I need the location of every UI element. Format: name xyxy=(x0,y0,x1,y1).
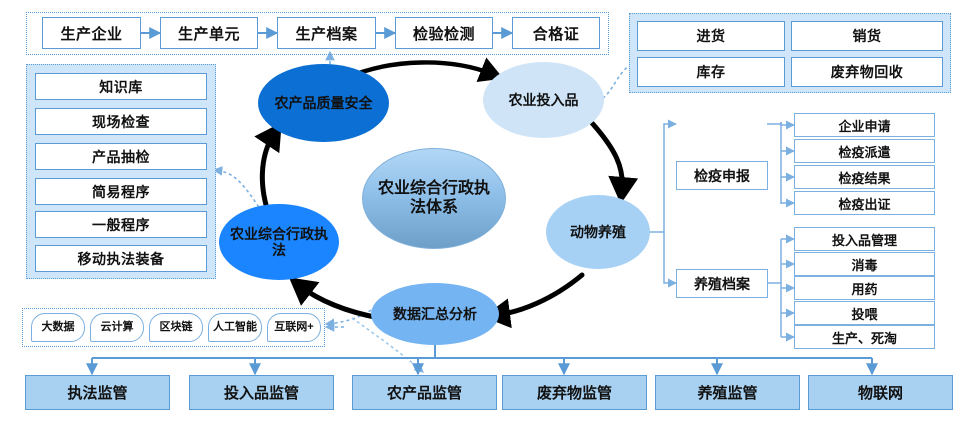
top-chain-item-4[interactable]: 合格证 xyxy=(512,17,600,49)
cycle-node-enforcement[interactable]: 农业综合行政执法 xyxy=(219,204,339,280)
cycle-center: 农业综合行政执法体系 xyxy=(362,148,506,249)
quarantine-children-tree xyxy=(767,120,795,208)
branch-child-quarantine-2[interactable]: 检疫结果 xyxy=(794,165,935,189)
top-chain-item-0[interactable]: 生产企业 xyxy=(42,17,141,49)
left-list-item-0[interactable]: 知识库 xyxy=(35,73,207,100)
bottom-row-item-2[interactable]: 农产品监管 xyxy=(352,375,497,410)
branch-child-quarantine-0[interactable]: 企业申请 xyxy=(794,113,935,137)
branch-parent-quarantine[interactable]: 检疫申报 xyxy=(676,161,768,190)
left-list-item-5[interactable]: 移动执法装备 xyxy=(35,245,207,272)
breeding-archive-children-tree xyxy=(767,234,795,342)
top-right-item-3[interactable]: 废弃物回收 xyxy=(791,57,943,87)
tech-tag-4[interactable]: 互联网+ xyxy=(267,313,321,342)
branch-child-breeding-1[interactable]: 消毒 xyxy=(794,252,935,276)
top-chain-group xyxy=(26,12,609,55)
top-right-item-2[interactable]: 库存 xyxy=(637,57,785,87)
branch-child-breeding-3[interactable]: 投喂 xyxy=(794,301,935,325)
left-list-item-4[interactable]: 一般程序 xyxy=(35,211,207,238)
tech-tag-3[interactable]: 人工智能 xyxy=(208,313,262,342)
top-chain-item-2[interactable]: 生产档案 xyxy=(277,17,376,49)
top-right-item-1[interactable]: 销货 xyxy=(791,21,943,51)
top-chain-item-3[interactable]: 检验检测 xyxy=(395,17,493,49)
branch-child-breeding-0[interactable]: 投入品管理 xyxy=(794,227,935,251)
tech-tag-2[interactable]: 区块链 xyxy=(149,313,203,342)
cycle-node-animal-breeding[interactable]: 动物养殖 xyxy=(546,195,650,269)
branch-child-quarantine-3[interactable]: 检疫出证 xyxy=(794,191,935,215)
animal-breeding-branch-tree xyxy=(648,119,677,288)
top-chain-item-1[interactable]: 生产单元 xyxy=(160,17,258,49)
enforcement-dotted-link xyxy=(212,166,263,213)
branch-parent-breeding-archive[interactable]: 养殖档案 xyxy=(676,269,768,298)
branch-child-breeding-4[interactable]: 生产、死淘 xyxy=(794,325,935,349)
left-list-item-3[interactable]: 简易程序 xyxy=(35,178,207,205)
bottom-row-item-5[interactable]: 物联网 xyxy=(808,375,953,410)
tech-tag-1[interactable]: 云计算 xyxy=(90,313,144,342)
bottom-row-item-0[interactable]: 执法监管 xyxy=(25,375,170,410)
tech-tags-group xyxy=(22,308,325,347)
left-list-item-1[interactable]: 现场检查 xyxy=(35,108,207,135)
tech-tag-0[interactable]: 大数据 xyxy=(31,313,85,342)
cycle-node-data-analysis[interactable]: 数据汇总分析 xyxy=(371,283,499,345)
bottom-row-item-4[interactable]: 养殖监管 xyxy=(655,375,800,410)
left-list-item-2[interactable]: 产品抽检 xyxy=(35,143,207,170)
branch-child-quarantine-1[interactable]: 检疫派遣 xyxy=(794,139,935,163)
cycle-node-quality-safety[interactable]: 农产品质量安全 xyxy=(258,64,389,142)
top-right-item-0[interactable]: 进货 xyxy=(637,21,785,51)
bottom-row-item-1[interactable]: 投入品监管 xyxy=(189,375,334,410)
bottom-row-item-3[interactable]: 废弃物监管 xyxy=(502,375,647,410)
branch-child-breeding-2[interactable]: 用药 xyxy=(794,276,935,300)
cycle-node-agri-inputs[interactable]: 农业投入品 xyxy=(483,62,604,138)
